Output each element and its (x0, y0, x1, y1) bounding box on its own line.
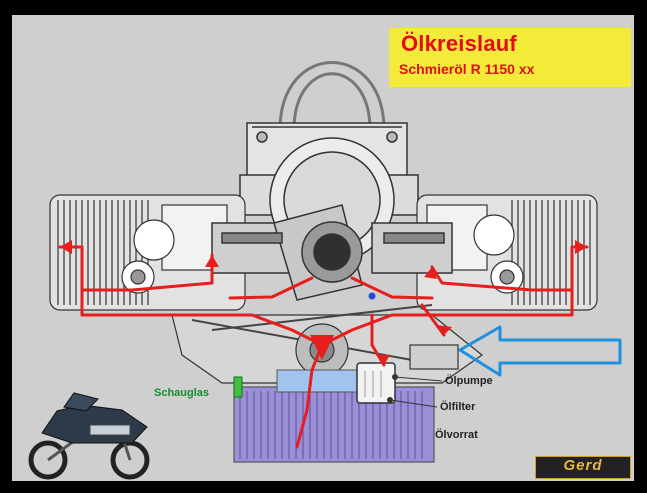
label-oelfilter: Ölfilter (440, 401, 476, 413)
arrowhead-right-head (424, 267, 437, 279)
oil-fill-arrow (458, 325, 622, 377)
arrowhead-pump (310, 335, 334, 360)
gerd-logo: Gerd (535, 456, 631, 479)
diagram-subtitle: Schmieröl R 1150 xx (399, 61, 535, 77)
motorcycle-front-wheel (28, 440, 68, 480)
label-oelvorrat: Ölvorrat (435, 429, 478, 441)
arrowhead-right (575, 240, 587, 254)
label-oelpumpe: Ölpumpe (445, 375, 493, 387)
label-schauglas: Schauglas (154, 387, 210, 399)
pistons-and-crank (211, 204, 453, 301)
oil-flow-lines (58, 245, 589, 449)
oil-junction-point (368, 292, 376, 300)
sight-glass (233, 376, 243, 398)
title-box: Ölkreislauf Schmieröl R 1150 xx (389, 28, 631, 87)
engine-top-arch (278, 61, 386, 131)
logo-text: Gerd (563, 457, 603, 474)
arrowhead-left-head (205, 255, 219, 267)
arrowhead-left (60, 240, 72, 254)
right-cylinder (416, 194, 598, 311)
oil-sump (233, 369, 435, 463)
diagram-panel: Ölkreislauf Schmieröl R 1150 xx Schaugla… (12, 15, 634, 481)
arrowhead-feed (376, 355, 390, 365)
left-cylinder (49, 194, 246, 311)
oil-filter-and-pump (356, 362, 396, 404)
oil-flow-arrowheads (60, 240, 587, 365)
engine-oil-circuit-diagram (28, 61, 622, 480)
diagram-title: Ölkreislauf (401, 31, 517, 56)
label-leader-lines (387, 374, 443, 408)
motorcycle-image (28, 392, 150, 480)
arrowhead-cooler (436, 325, 452, 335)
